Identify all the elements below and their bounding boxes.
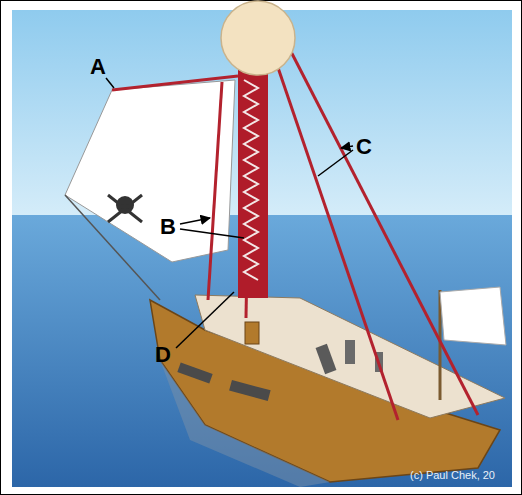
callout-letter: D	[155, 344, 171, 366]
callout-letter: C	[356, 136, 372, 158]
callout-letter: B	[160, 216, 176, 238]
callout-letter: A	[90, 56, 106, 78]
copyright-watermark: (c) Paul Chek, 20	[410, 470, 495, 481]
